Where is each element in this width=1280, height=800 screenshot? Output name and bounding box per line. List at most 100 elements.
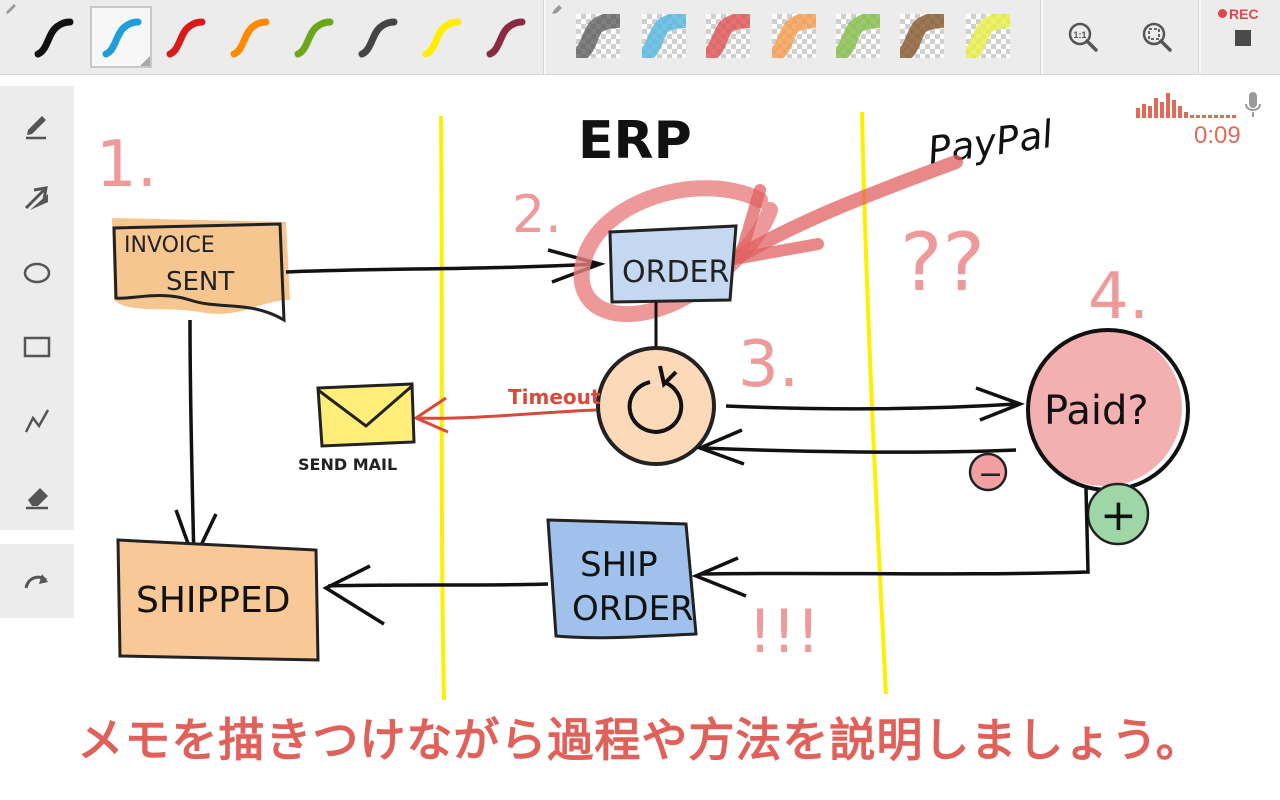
timeout-arrowhead xyxy=(412,396,449,434)
arrowhead xyxy=(691,556,747,598)
eraser-icon xyxy=(26,488,48,510)
highlighter-swatch-orange[interactable] xyxy=(772,14,816,58)
zoom-group: 1:1 xyxy=(1042,0,1198,74)
minus-circle xyxy=(968,452,1008,492)
toolbar-divider xyxy=(1198,0,1201,74)
zoom-fit-icon[interactable] xyxy=(1140,20,1174,54)
highlight-arrowhead xyxy=(731,184,824,266)
step-3-label: 3. xyxy=(738,328,799,402)
highlight-arrow xyxy=(733,155,963,263)
send-mail-label: SEND MAIL xyxy=(298,455,397,474)
pen-group-icon xyxy=(6,4,16,14)
order-box xyxy=(608,224,738,304)
pen-swatch-orange[interactable] xyxy=(218,6,280,68)
ship-order-label-line2: ORDER xyxy=(572,589,694,629)
exclamation-marks: !!! xyxy=(748,597,820,667)
pen-swatch-maroon[interactable] xyxy=(474,6,536,68)
arrow-process-to-paid xyxy=(725,402,1017,411)
plus-label: + xyxy=(1100,490,1137,541)
pen-swatch-red[interactable] xyxy=(154,6,216,68)
shipped-label: SHIPPED xyxy=(136,580,290,621)
record-dot-icon xyxy=(1218,9,1227,18)
zoom-1to1-icon[interactable]: 1:1 xyxy=(1066,20,1100,54)
eraser-tool[interactable] xyxy=(18,476,56,514)
invoice-box-fill xyxy=(112,218,290,314)
highlighter-stroke-icon xyxy=(836,14,880,58)
paid-circle-fill xyxy=(1026,330,1182,486)
highlighter-stroke-icon xyxy=(900,14,944,58)
redo-icon xyxy=(24,574,48,589)
process-circle xyxy=(596,346,716,466)
pen-color-group xyxy=(0,0,542,74)
lane-divider-left xyxy=(439,115,446,701)
timeout-label: Timeout xyxy=(508,385,601,409)
arrow-ship-to-shipped xyxy=(327,582,549,588)
toolbar-divider xyxy=(543,0,546,74)
audio-level-meter xyxy=(1136,92,1261,118)
highlighter-swatch-brown[interactable] xyxy=(900,14,944,58)
minus-label: − xyxy=(978,457,1003,492)
highlighter-swatch-blue[interactable] xyxy=(642,14,686,58)
arrow-tool[interactable] xyxy=(18,180,56,218)
step-1-label: 1. xyxy=(96,128,157,202)
arrow-paid-to-process xyxy=(701,446,1017,454)
highlighter-color-group xyxy=(546,0,1040,74)
highlighter-swatch-green[interactable] xyxy=(836,14,880,58)
rectangle-tool[interactable] xyxy=(18,328,56,366)
toolbar-divider xyxy=(1040,0,1043,74)
svg-text:1:1: 1:1 xyxy=(1073,30,1086,40)
pen-swatch-blue[interactable] xyxy=(90,6,152,68)
highlighter-stroke-icon xyxy=(966,14,1010,58)
invoice-box-outline xyxy=(112,222,286,323)
timeout-arrow xyxy=(419,408,597,420)
stop-icon[interactable] xyxy=(1235,30,1251,46)
polyline-tool[interactable] xyxy=(18,402,56,440)
microphone-icon xyxy=(1245,92,1261,117)
highlighter-group-icon xyxy=(552,5,562,14)
highlighter-stroke-icon xyxy=(576,14,620,58)
erp-title: ERP xyxy=(578,111,692,171)
arrowhead xyxy=(547,248,606,284)
highlighter-stroke-icon xyxy=(642,14,686,58)
pencil-icon xyxy=(26,116,46,140)
mail-envelope-flap xyxy=(317,384,413,428)
pen-swatch-yellow[interactable] xyxy=(410,6,472,68)
arrowhead xyxy=(695,428,745,466)
pen-swatch-dark-gray[interactable] xyxy=(346,6,408,68)
arrow-invoice-to-shipped xyxy=(188,319,196,561)
pen-stroke-icon xyxy=(422,18,462,58)
pen-stroke-icon xyxy=(102,18,142,58)
caption-text: メモを描きつけながら過程や方法を説明しましょう。 xyxy=(77,713,1203,767)
pen-stroke-icon xyxy=(294,18,334,58)
highlighter-stroke-icon xyxy=(772,14,816,58)
pencil-tool[interactable] xyxy=(18,106,56,144)
question-marks: ?? xyxy=(900,216,985,309)
redo-button[interactable] xyxy=(18,562,56,600)
pen-stroke-icon xyxy=(166,18,206,58)
arrow-paid-to-ship xyxy=(699,487,1090,576)
record-label: REC xyxy=(1229,6,1259,22)
ship-order-label-line1: SHIP xyxy=(580,545,658,585)
arrowhead xyxy=(975,386,1025,422)
polyline-icon xyxy=(24,409,50,433)
highlighter-swatch-red[interactable] xyxy=(706,14,750,58)
step-2-label: 2. xyxy=(512,185,562,245)
record-button[interactable]: REC xyxy=(1218,6,1259,22)
arrow-invoice-to-order xyxy=(285,262,597,274)
mail-envelope-icon xyxy=(316,382,416,448)
highlighter-swatch-gray[interactable] xyxy=(576,14,620,58)
pen-stroke-icon xyxy=(34,18,74,58)
pen-swatch-black[interactable] xyxy=(22,6,84,68)
pen-stroke-icon xyxy=(358,18,398,58)
ship-order-box xyxy=(546,518,698,640)
process-cycle-arrow xyxy=(658,365,678,388)
toolbar: 1:1 REC xyxy=(0,0,1280,75)
drawing-canvas[interactable]: 1. INVOICE SENT ERP PayPal 2. ORDER ?? 3… xyxy=(74,86,1280,800)
arrow-icon xyxy=(24,186,48,210)
pen-swatch-green[interactable] xyxy=(282,6,344,68)
paid-label: Paid? xyxy=(1044,388,1149,434)
redo-panel xyxy=(0,544,74,618)
ellipse-tool[interactable] xyxy=(18,254,56,292)
highlighter-swatch-yellow[interactable] xyxy=(966,14,1010,58)
pen-stroke-icon xyxy=(486,18,526,58)
